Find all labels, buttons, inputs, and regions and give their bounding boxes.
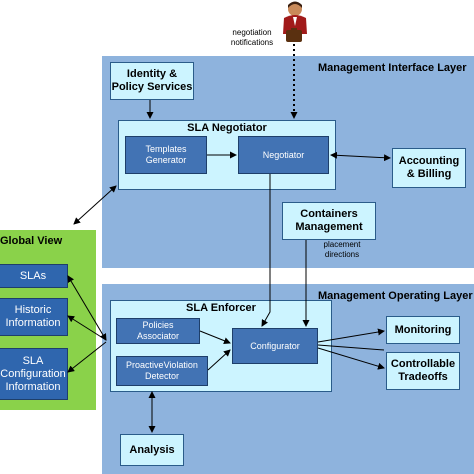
historic-to-enforcer-arrow xyxy=(67,315,107,341)
accounting-billing-box[interactable]: Accounting & Billing xyxy=(392,148,466,188)
monitoring-box[interactable]: Monitoring xyxy=(386,316,460,344)
policies-to-configurator-arrow xyxy=(199,330,231,345)
configurator-to-monitoring-arrow xyxy=(317,328,385,343)
slas-to-enforcer-arrow xyxy=(67,275,107,341)
identity-policy-services-box[interactable]: Identity & Policy Services xyxy=(110,62,194,100)
configurator-to-tradeoffs-arrow xyxy=(317,347,385,370)
templates-generator-box[interactable]: Templates Generator xyxy=(125,136,207,174)
configurator-box[interactable]: Configurator xyxy=(232,328,318,364)
global-view-negotiator-arrow xyxy=(73,185,117,225)
detector-to-configurator-arrow xyxy=(207,349,231,371)
sla-configuration-information-item[interactable]: SLA Configuration Information xyxy=(0,348,68,400)
configurator-monitoring-link xyxy=(317,344,385,351)
interface-layer-title: Management Interface Layer xyxy=(318,62,467,74)
controllable-tradeoffs-box[interactable]: Controllable Tradeoffs xyxy=(386,352,460,390)
placement-directions-note: placement directions xyxy=(323,240,361,259)
negotiator-box[interactable]: Negotiator xyxy=(238,136,329,174)
analysis-box[interactable]: Analysis xyxy=(120,434,184,466)
slaconfig-to-enforcer-arrow xyxy=(67,341,107,373)
proactive-violation-detector-box[interactable]: ProactiveViolation Detector xyxy=(116,356,208,386)
sla-enforcer-title: SLA Enforcer xyxy=(186,302,256,314)
negotiation-notifications-note: negotiation notifications xyxy=(230,28,274,47)
business-person-icon xyxy=(283,1,307,42)
slas-item[interactable]: SLAs xyxy=(0,264,68,288)
operating-layer-title: Management Operating Layer xyxy=(318,290,473,302)
negotiator-to-configurator-arrow xyxy=(261,174,271,327)
containers-management-box[interactable]: Containers Management xyxy=(282,202,376,240)
sla-negotiator-title: SLA Negotiator xyxy=(187,122,267,134)
negotiator-accounting-arrow xyxy=(330,151,391,162)
policies-associator-box[interactable]: Policies Associator xyxy=(116,318,200,344)
global-view-title: Global View xyxy=(0,235,63,247)
